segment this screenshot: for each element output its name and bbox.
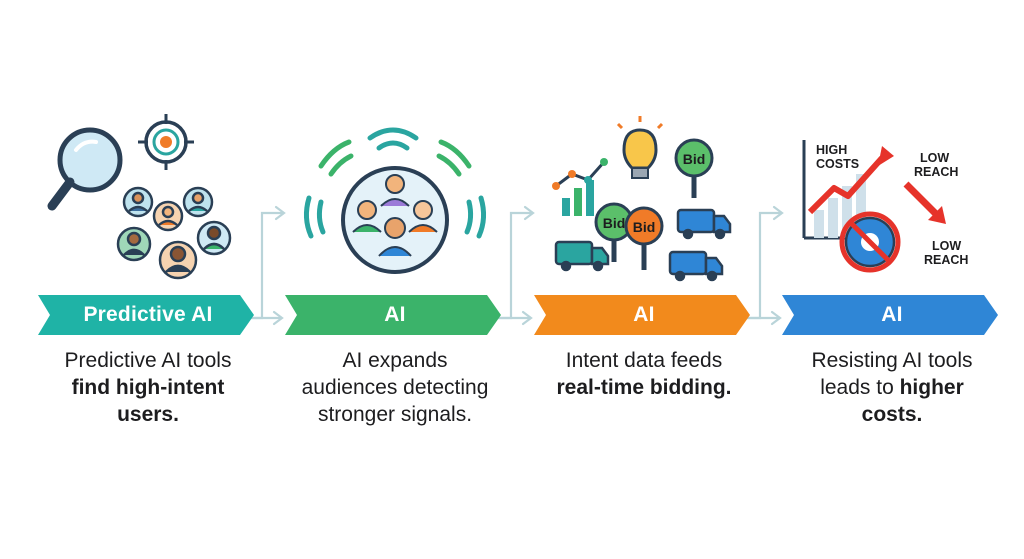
step-4: HIGH COSTS LOW REACH LOW REACH A — [782, 110, 1002, 440]
audience-group-icon — [341, 166, 449, 274]
banner-shape — [782, 295, 998, 335]
step-1: Predictive AI Predictive AI tools find h… — [38, 110, 258, 440]
broadcast-signal-icon — [303, 127, 487, 239]
banner-shape — [285, 295, 501, 335]
magnifier-icon — [47, 127, 123, 211]
step-3-illustration: Bid Bid Bid — [552, 116, 732, 282]
line-chart-icon — [552, 158, 608, 216]
step-2-banner-label: AI — [384, 303, 406, 326]
step-2-illustration — [303, 127, 487, 274]
target-icon — [138, 114, 194, 170]
step-4-caption-bold-2: costs. — [861, 403, 923, 426]
step-3: Bid Bid Bid — [534, 110, 754, 440]
step-1-banner-label: Predictive AI — [83, 303, 213, 326]
bid-label-3: Bid — [633, 219, 656, 235]
step-3-caption-plain: Intent data feeds — [565, 349, 723, 372]
step-3-caption-bold: real-time bidding. — [556, 376, 732, 399]
banner-shape — [38, 295, 254, 335]
banner-shape — [534, 295, 750, 335]
step-3-banner-label: AI — [633, 303, 655, 326]
step-1-illustration — [47, 114, 232, 280]
bid-paddle-icon: Bid Bid Bid — [594, 138, 714, 270]
step-1-caption: Predictive AI tools find high-intent use… — [38, 347, 258, 428]
step-1-banner: Predictive AI — [38, 295, 258, 335]
step-2-banner: AI — [285, 295, 505, 335]
step-1-caption-bold: find high-intent users. — [71, 376, 225, 426]
low-reach-b-line-2: REACH — [924, 253, 968, 267]
step-4-caption-bold: higher — [899, 376, 964, 399]
lightbulb-icon — [616, 116, 664, 179]
low-reach-a-line-1: LOW — [920, 151, 949, 165]
step-4-banner-label: AI — [881, 303, 903, 326]
no-ai-icon — [839, 211, 901, 273]
delivery-truck-icon — [554, 208, 732, 282]
bid-label-2: Bid — [603, 215, 626, 231]
step-3-caption: Intent data feeds real-time bidding. — [534, 347, 754, 401]
step-4-banner: AI — [782, 295, 1002, 335]
step-4-illustration: HIGH COSTS LOW REACH LOW REACH — [802, 140, 968, 273]
step-1-caption-plain: Predictive AI tools — [64, 349, 232, 372]
high-costs-line-1: HIGH — [816, 143, 847, 157]
low-reach-a-line-2: REACH — [914, 165, 958, 179]
high-costs-line-2: COSTS — [816, 157, 859, 171]
step-3-banner: AI — [534, 295, 754, 335]
low-reach-b-line-1: LOW — [932, 239, 961, 253]
falling-reach-arrow-icon: LOW REACH LOW REACH — [903, 151, 968, 267]
bid-label-1: Bid — [683, 151, 706, 167]
user-group-icon — [116, 186, 232, 280]
